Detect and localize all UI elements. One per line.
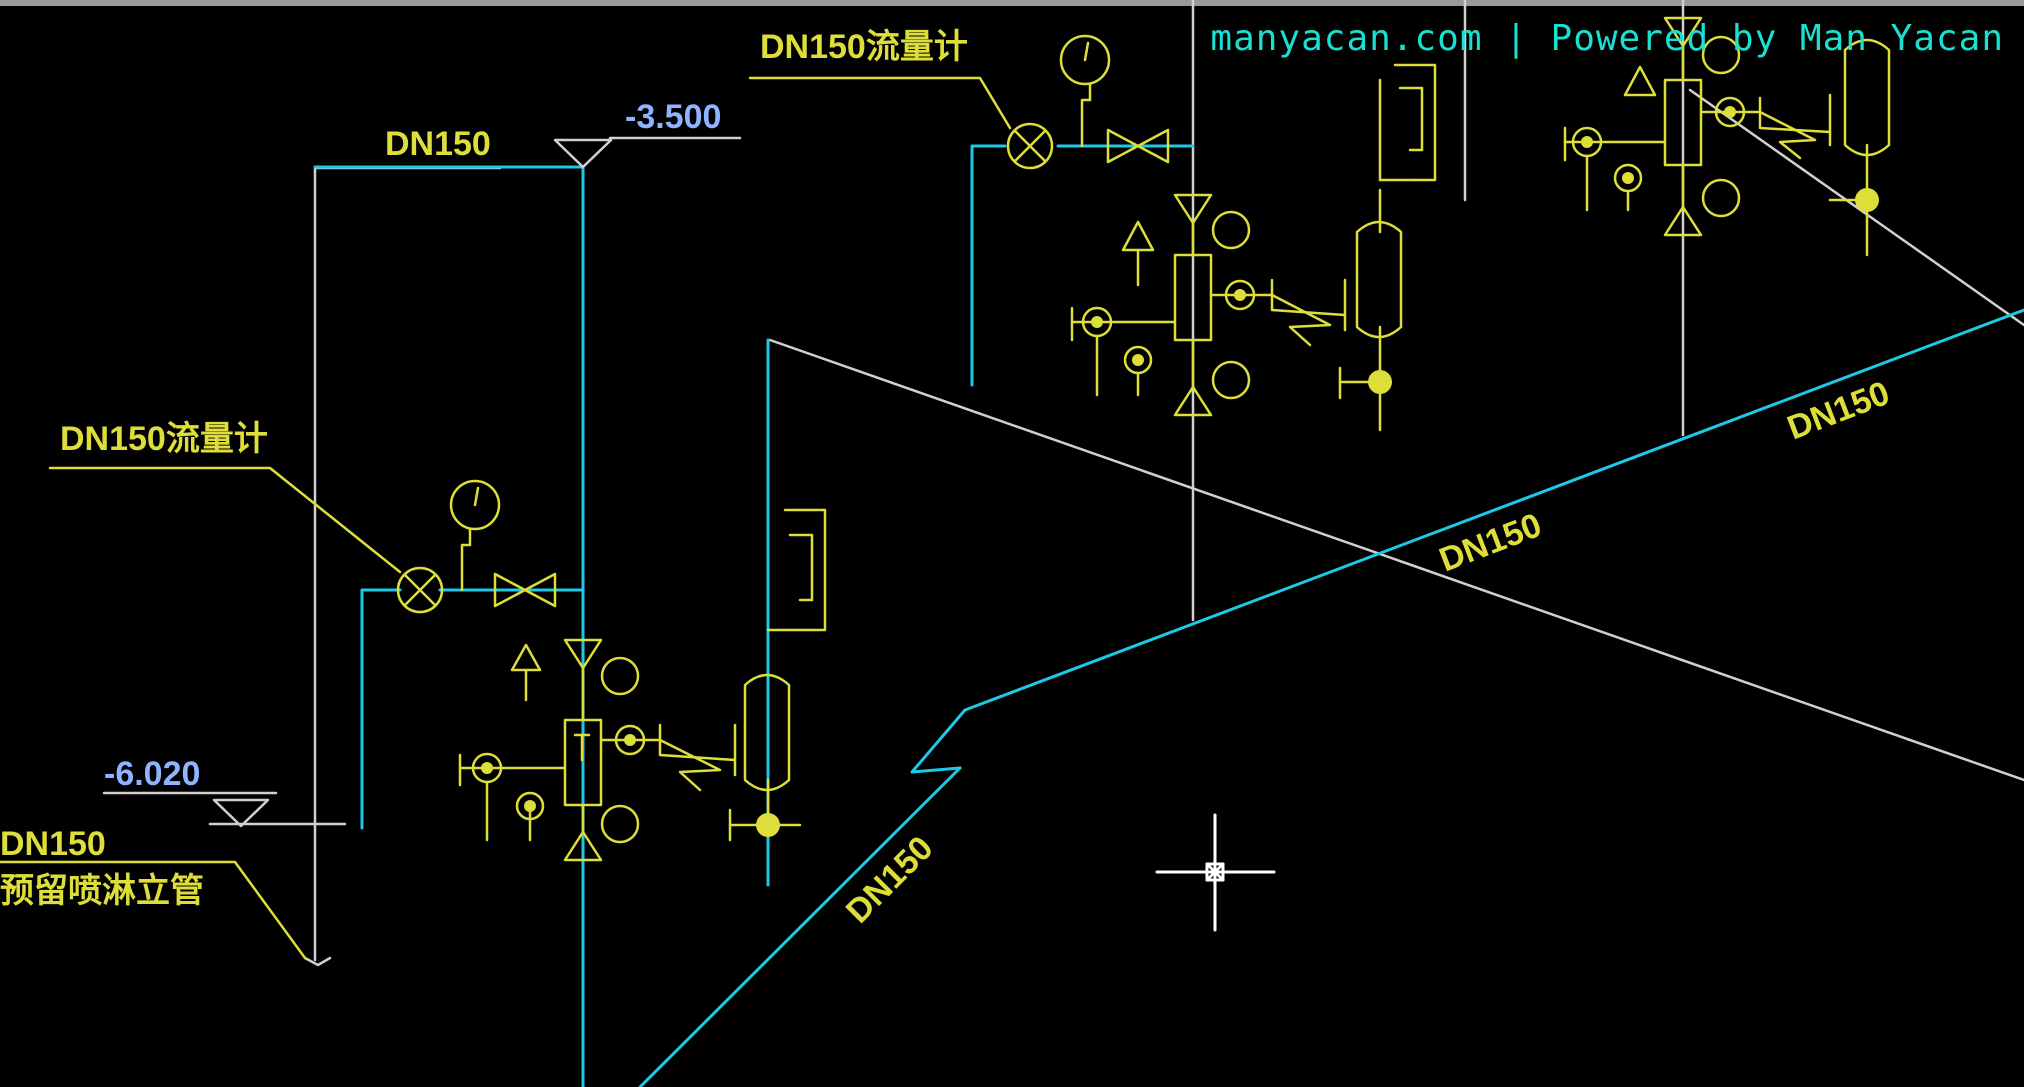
label-elevation-left: -6.020 [104, 755, 200, 793]
gate-valve-icon [493, 572, 527, 608]
equipment-symbols [0, 16, 1891, 960]
label-flowmeter-top: DN150流量计 [760, 28, 968, 66]
alarm-valve-icon [563, 638, 603, 670]
pipe-lines [313, 144, 2024, 1087]
pressure-gauge-icon [449, 479, 501, 531]
label-flowmeter-left: DN150流量计 [60, 420, 268, 458]
elevation-markers [102, 136, 742, 828]
label-elevation-top: -3.500 [625, 98, 721, 136]
label-pipe-top: DN150 [385, 125, 491, 163]
label-pipe-lower: DN150 [839, 829, 941, 931]
watermark-text: manyacan.com | Powered by Man Yacan [1210, 18, 2004, 59]
label-pipe-mid: DN150 [1434, 506, 1546, 579]
label-pipe-left: DN150 [0, 825, 106, 863]
solenoid-dots [481, 106, 1879, 837]
flowmeter-icon [396, 566, 444, 614]
label-sprinkler-riser: 预留喷淋立管 [0, 872, 204, 910]
label-pipe-right: DN150 [1782, 374, 1894, 447]
crosshair-cursor-icon [1155, 813, 1276, 932]
window-top-border [0, 0, 2024, 6]
retard-chamber-icon [743, 673, 791, 792]
